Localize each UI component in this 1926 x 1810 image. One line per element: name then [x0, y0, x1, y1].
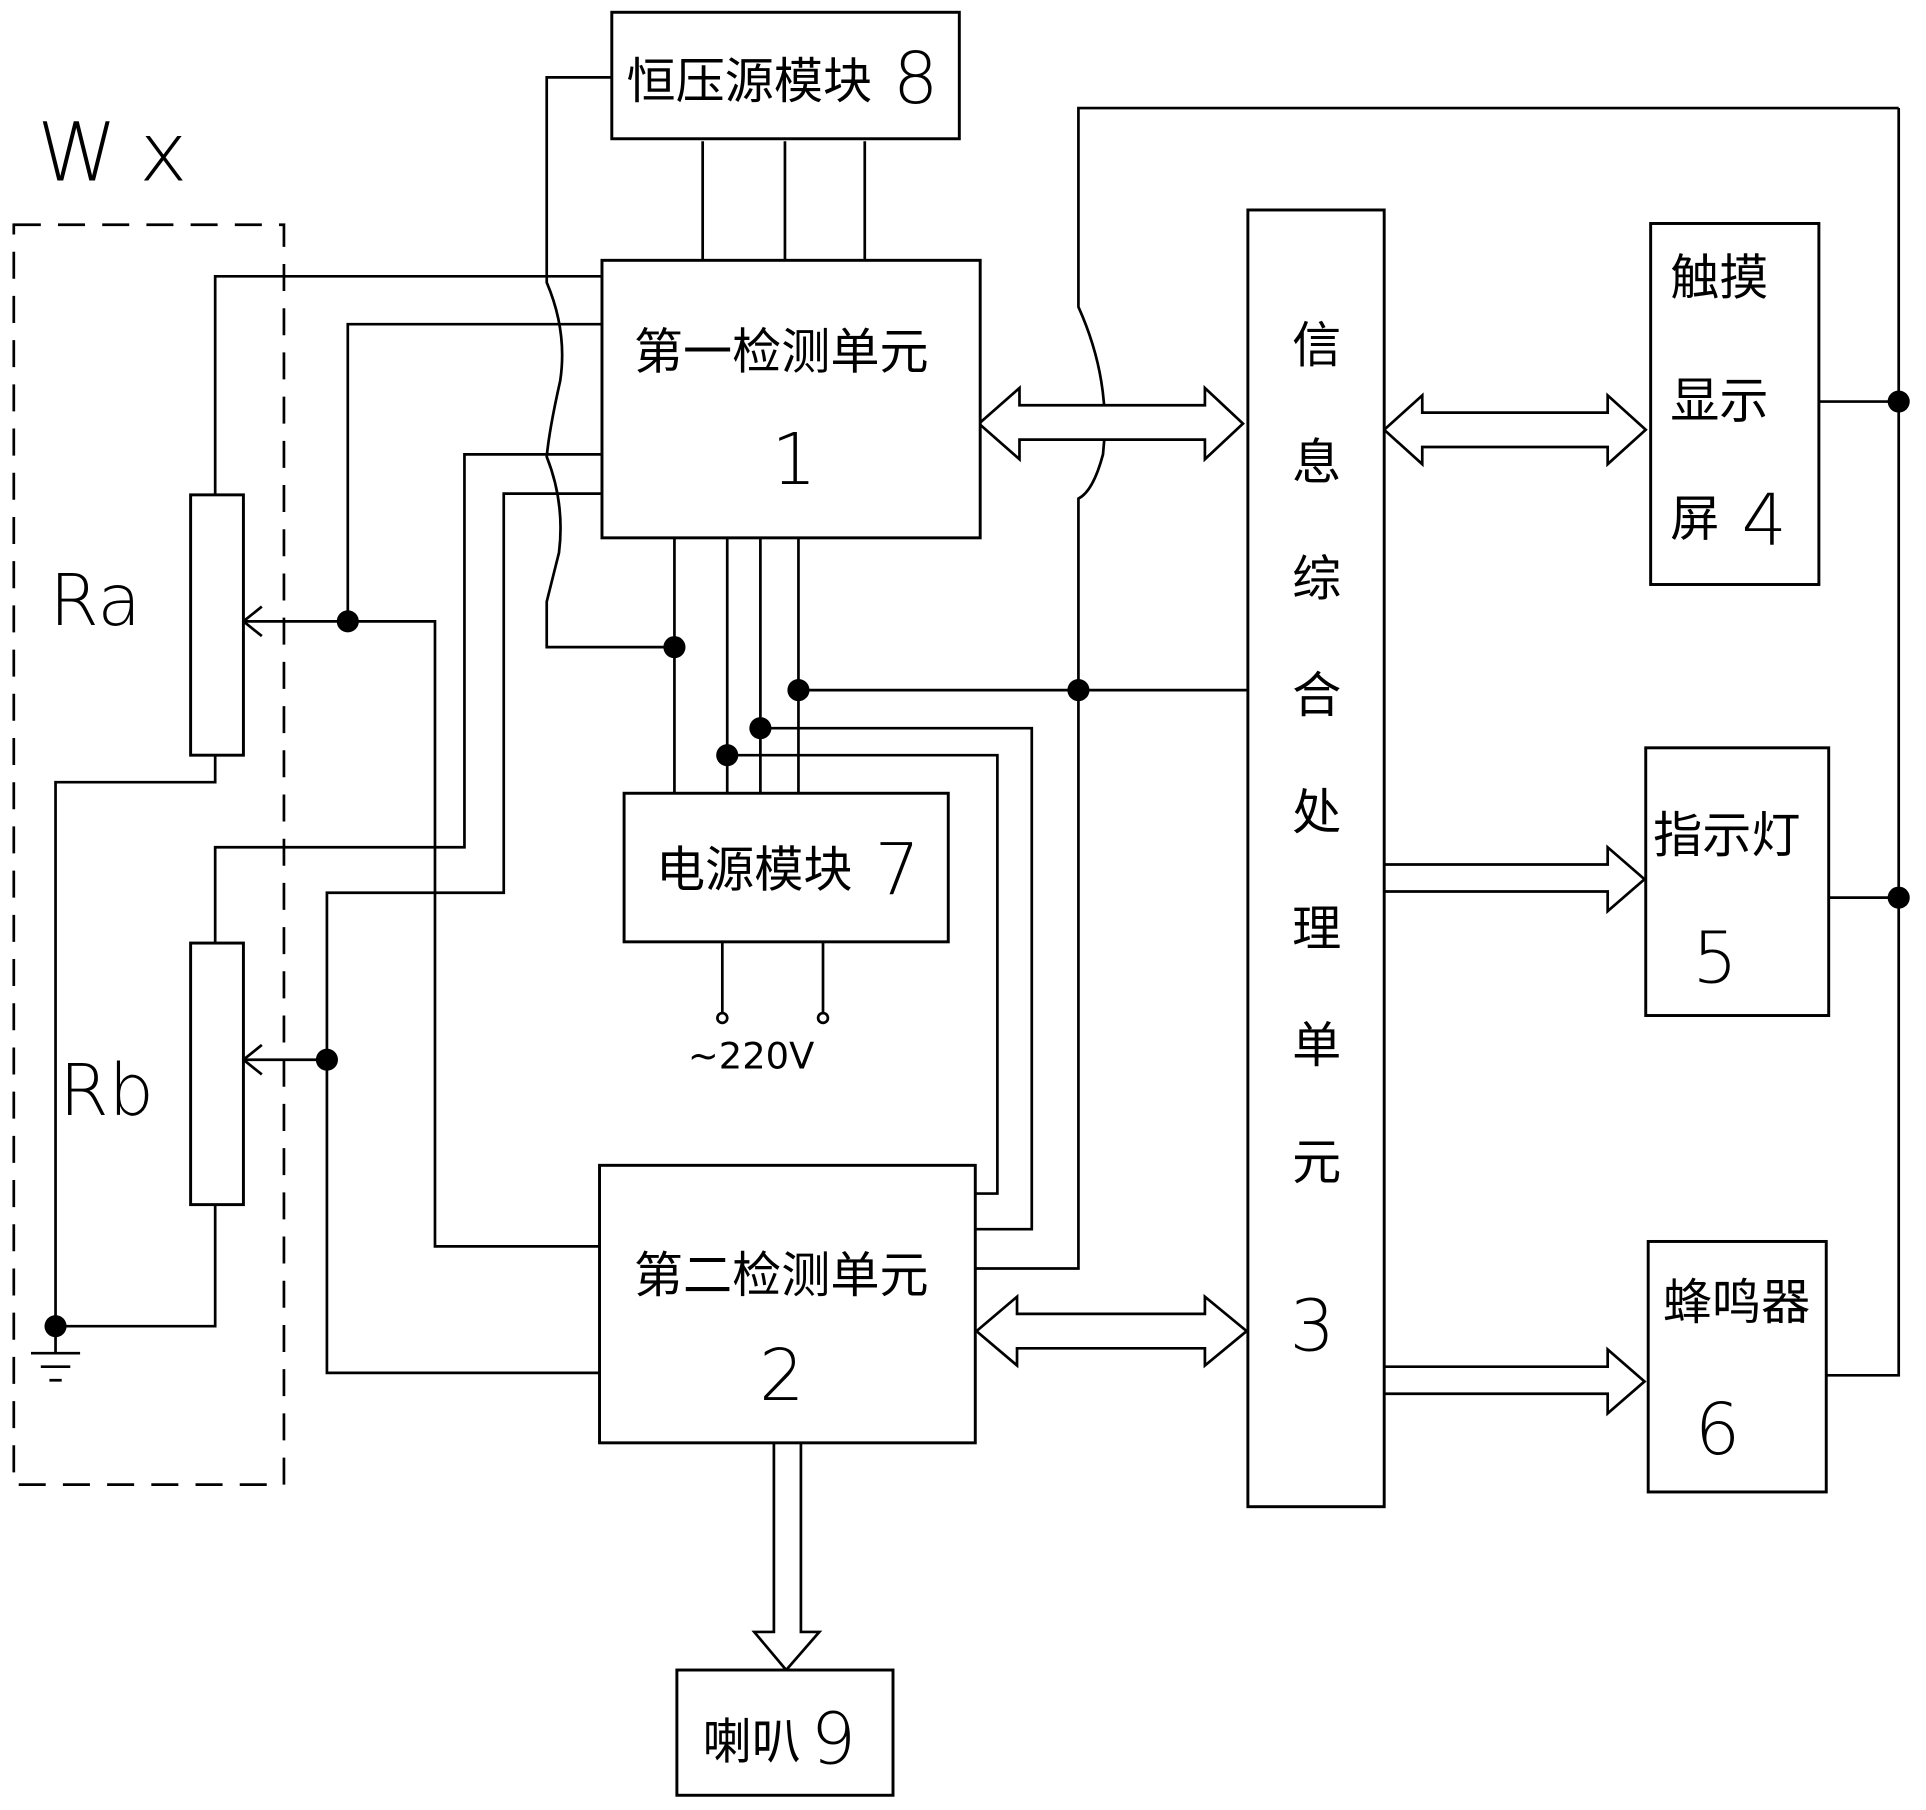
svg-text:喇叭: 喇叭 — [703, 1712, 801, 1770]
block-constant-voltage: 恒压源模块 8 — [610, 10, 961, 141]
resistor-ra — [189, 493, 245, 757]
processor-label-char: 理 — [1292, 900, 1341, 958]
svg-text:恒压源模块: 恒压源模块 — [627, 52, 873, 110]
svg-text:1: 1 — [771, 418, 816, 501]
block-power: 电源模块 7 ~220V — [622, 791, 950, 1077]
block-touch-display: 触摸 显示 屏 4 — [1649, 222, 1821, 586]
arrow-detect2-speaker — [751, 1442, 823, 1673]
processor-label-char: 息 — [1292, 433, 1341, 491]
processor-label-char: 处 — [1292, 783, 1341, 841]
wires — [30, 76, 1901, 1382]
resistor-rb-label: Rb — [59, 1049, 154, 1132]
svg-text:屏: 屏 — [1670, 489, 1719, 547]
svg-text:蜂鸣器: 蜂鸣器 — [1663, 1273, 1810, 1331]
svg-text:3: 3 — [1290, 1285, 1335, 1368]
svg-text:第一检测单元: 第一检测单元 — [634, 322, 929, 380]
block-speaker: 喇叭 9 — [675, 1668, 895, 1797]
bidirectional-arrow-detect2-processor — [974, 1293, 1249, 1369]
wx-label: Wx — [37, 107, 209, 201]
svg-text:9: 9 — [811, 1697, 856, 1780]
svg-text:触摸: 触摸 — [1670, 249, 1768, 307]
processor-label-char: 信 — [1292, 316, 1341, 374]
svg-text:8: 8 — [893, 37, 938, 120]
block-buzzer: 蜂鸣器 6 — [1646, 1239, 1828, 1494]
svg-text:6: 6 — [1695, 1388, 1740, 1471]
bidirectional-arrow-detect1-processor — [976, 384, 1245, 463]
block-detect1: 第一检测单元 1 — [600, 258, 982, 540]
resistor-rb — [189, 941, 245, 1207]
svg-text:显示: 显示 — [1670, 372, 1768, 430]
processor-label-char: 单 — [1292, 1016, 1341, 1074]
svg-text:5: 5 — [1692, 916, 1737, 999]
svg-text:4: 4 — [1742, 479, 1787, 562]
processor-label-char: 元 — [1292, 1133, 1341, 1191]
bidirectional-arrow-processor-touch — [1382, 392, 1648, 468]
processor-label-char: 合 — [1292, 666, 1341, 724]
svg-text:7: 7 — [875, 828, 920, 911]
svg-text:2: 2 — [759, 1334, 804, 1417]
svg-text:第二检测单元: 第二检测单元 — [634, 1246, 929, 1304]
mains-label: ~220V — [688, 1034, 814, 1077]
arrow-processor-indicator — [1384, 844, 1647, 915]
svg-text:电源模块: 电源模块 — [656, 841, 852, 899]
resistor-ra-label: Ra — [49, 559, 141, 642]
arrow-processor-buzzer — [1384, 1346, 1647, 1417]
processor-label-char: 综 — [1292, 550, 1341, 608]
block-indicator: 指示灯 5 — [1644, 746, 1831, 1017]
junction-dots — [44, 390, 1910, 1338]
block-detect2: 第二检测单元 2 — [598, 1163, 977, 1445]
wx-dashed-boundary — [12, 223, 286, 1486]
svg-text:指示灯: 指示灯 — [1653, 806, 1800, 864]
